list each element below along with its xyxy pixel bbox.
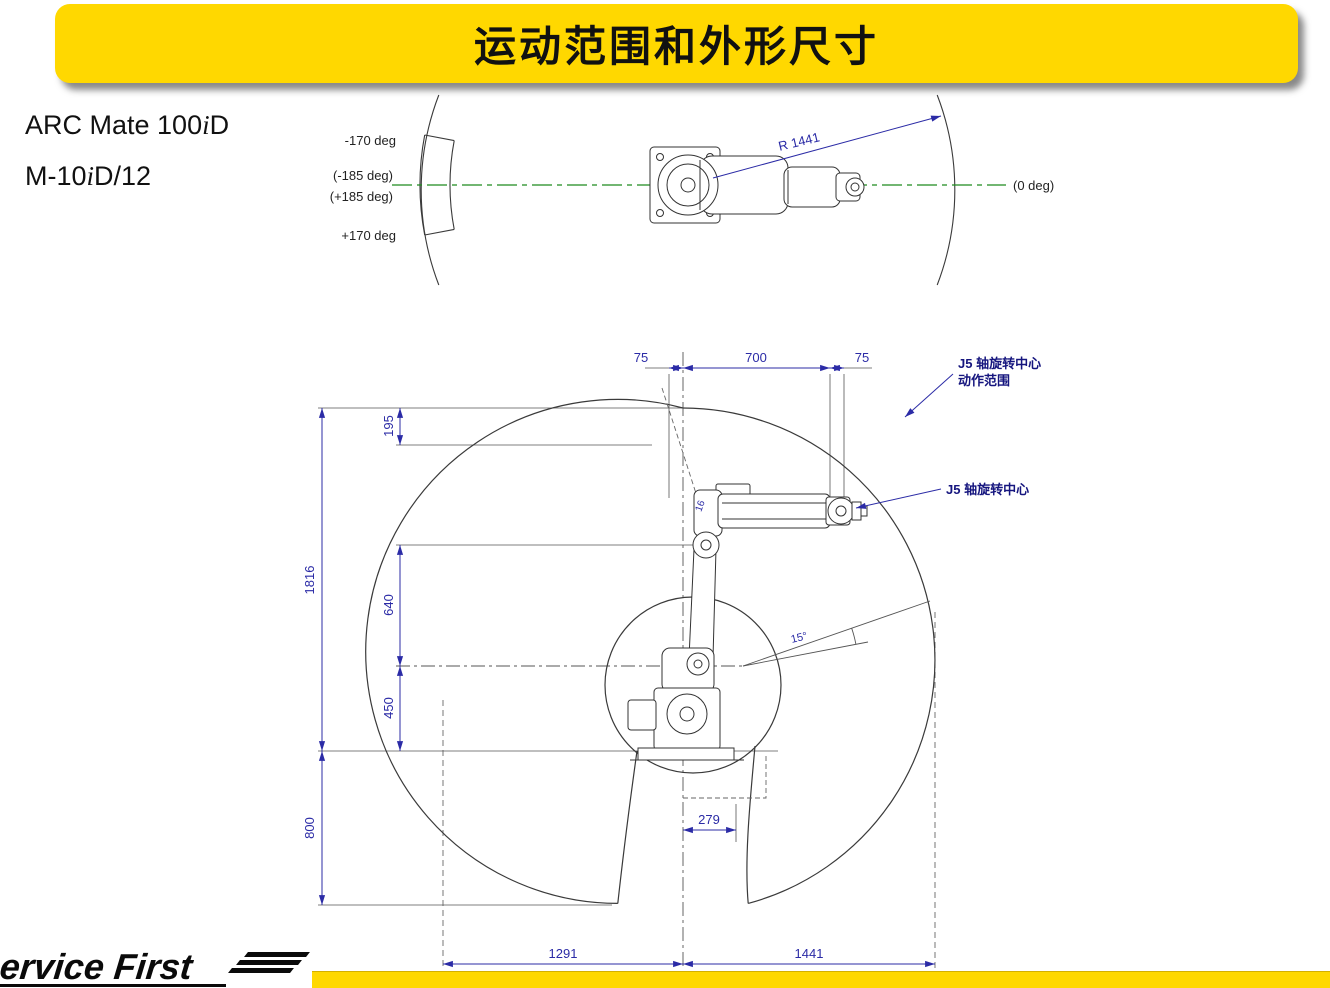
title-banner: 运动范围和外形尺寸 [55, 4, 1298, 83]
envelope-notch-right [746, 745, 756, 904]
dimension-labels: 75 700 75 195 640 450 1816 800 279 1291 … [302, 350, 869, 961]
dim-1441: 1441 [795, 946, 824, 961]
page-title: 运动范围和外形尺寸 [473, 23, 879, 70]
label-zero-deg: (0 deg) [1013, 178, 1054, 193]
j5-range-callout-line1: J5 轴旋转中心 [958, 356, 1041, 371]
model2-prefix: M-10 [25, 161, 87, 191]
work-envelope [365, 398, 936, 904]
model-name-arcmate: ARC Mate 100iD [25, 110, 229, 141]
label-neg-170: -170 deg [345, 133, 396, 148]
speed-stripe-bottom [228, 968, 294, 973]
speed-stripe-top [244, 952, 310, 957]
dim-800: 800 [302, 817, 317, 839]
speed-stripes-icon [228, 952, 310, 976]
angle-16-label: 16 [694, 499, 708, 514]
dim-1291: 1291 [549, 946, 578, 961]
dim-640: 640 [381, 594, 396, 616]
model1-prefix: ARC Mate 100 [25, 110, 203, 140]
j5-callouts: J5 轴旋转中心 动作范围 J5 轴旋转中心 [946, 356, 1041, 497]
motion-range-arc-left [420, 94, 440, 286]
top-view-diagram: R 1441 -170 deg (-185 deg) (+185 deg) +1… [330, 94, 1054, 286]
dim-1816: 1816 [302, 566, 317, 595]
dim-75-right: 75 [855, 350, 869, 365]
logo-underline [0, 984, 226, 987]
wedge-15deg [742, 600, 931, 667]
side-view-diagram: 75 700 75 195 640 450 1816 800 279 1291 … [302, 350, 1041, 968]
dim-700: 700 [745, 350, 767, 365]
service-first-logo-text: ervice First [0, 946, 195, 987]
j5-center-leader [855, 488, 942, 509]
j5-range-dashed [661, 387, 703, 513]
dim-450: 450 [381, 697, 396, 719]
model-name-m10id: M-10iD/12 [25, 161, 229, 192]
dim-75-left: 75 [634, 350, 648, 365]
label-pos-185: (+185 deg) [330, 189, 393, 204]
robot-model-names: ARC Mate 100iD M-10iD/12 [25, 110, 229, 212]
base-clearance-dashed [683, 755, 767, 799]
envelope-notch-left [617, 750, 638, 904]
rotation-limit-labels: -170 deg (-185 deg) (+185 deg) +170 deg … [330, 133, 1054, 243]
model1-italic-i: i [202, 110, 210, 140]
angle-15-label: 15° [790, 630, 809, 646]
envelope-outer-left [365, 398, 684, 904]
bottom-yellow-bar [312, 971, 1330, 988]
dim-195: 195 [381, 415, 396, 437]
dim-279: 279 [698, 812, 720, 827]
j5-center-callout: J5 轴旋转中心 [946, 482, 1029, 497]
speed-stripe-middle [236, 960, 302, 965]
j5-range-callout-line2: 动作范围 [958, 373, 1010, 388]
robot-side-view [627, 483, 868, 761]
service-first-logo: ervice First [0, 946, 310, 988]
robot-top-view [649, 146, 865, 224]
model2-suffix: D/12 [94, 161, 152, 191]
reference-lines [318, 367, 872, 906]
dimension-lines [318, 364, 954, 968]
label-pos-170: +170 deg [341, 228, 396, 243]
label-neg-185: (-185 deg) [333, 168, 393, 183]
envelope-outer-right [682, 407, 936, 904]
radius-leader-line [712, 115, 942, 179]
model2-italic-i: i [86, 161, 95, 191]
motion-range-arc-right [936, 94, 956, 286]
model1-suffix: D [209, 110, 230, 140]
j5-range-leader [904, 373, 954, 418]
